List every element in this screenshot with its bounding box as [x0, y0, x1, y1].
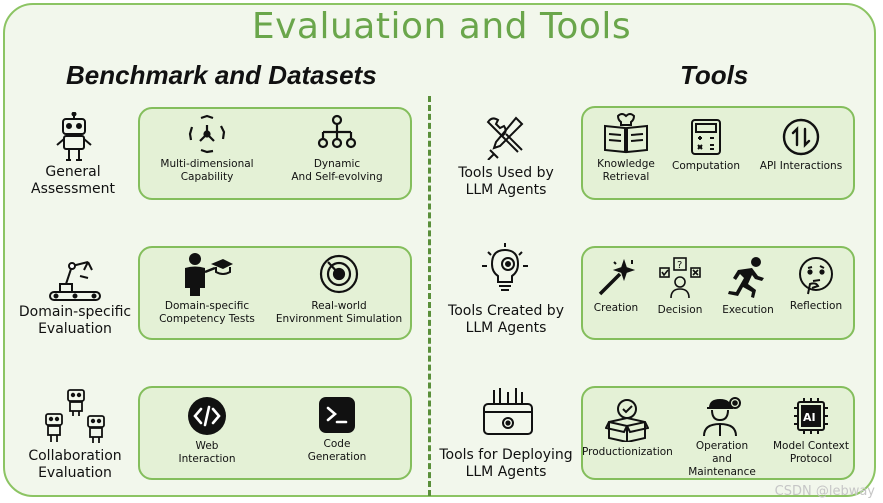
item-label: Computation [670, 160, 742, 173]
item-dynamic: Dynamic And Self-evolving [280, 114, 394, 184]
ai-chip-icon: AI [790, 396, 832, 436]
item-label: Execution [718, 304, 778, 317]
item-code-generation: Code Generation [280, 396, 394, 464]
robot-group-icon [44, 388, 108, 450]
decision-icon: ? [658, 256, 702, 300]
item-knowledge-retrieval: Knowledge Retrieval [590, 110, 662, 184]
svg-text:AI: AI [803, 411, 816, 424]
svg-text:?: ? [677, 260, 682, 271]
magic-wand-icon [596, 258, 636, 298]
item-execution: Execution [718, 256, 778, 317]
item-label: Model Context Protocol [770, 440, 852, 466]
row-label-collaboration: Collaboration Evaluation [22, 448, 128, 482]
target-icon [318, 252, 360, 296]
item-reflection: Reflection [786, 256, 846, 313]
item-label: Creation [588, 302, 644, 315]
tools-section-title: Tools [680, 60, 748, 91]
section-divider [428, 96, 431, 496]
engineer-icon [700, 396, 744, 436]
item-multi-dimensional: Multi-dimensional Capability [150, 114, 264, 184]
cube-nodes-icon [187, 114, 227, 154]
item-label: Productionization [582, 446, 672, 459]
item-label: API Interactions [752, 160, 850, 173]
code-icon [187, 396, 227, 436]
item-label: Dynamic And Self-evolving [280, 158, 394, 184]
item-label: Domain-specific Competency Tests [148, 300, 266, 326]
item-label: Web Interaction [150, 440, 264, 466]
item-decision: ? Decision [652, 256, 708, 317]
item-label: Decision [652, 304, 708, 317]
hierarchy-icon [316, 114, 358, 154]
item-label: Multi-dimensional Capability [150, 158, 264, 184]
item-productionization: Productionization [582, 398, 672, 459]
item-model-context-protocol: AI Model Context Protocol [770, 396, 852, 466]
item-competency-tests: Domain-specific Competency Tests [148, 252, 266, 326]
teacher-icon [181, 252, 233, 296]
benchmark-section-title: Benchmark and Datasets [66, 60, 377, 91]
robotic-arm-icon [48, 256, 102, 306]
row-label-tools-used: Tools Used by LLM Agents [450, 165, 562, 199]
book-bulb-icon [603, 110, 649, 154]
watermark: CSDN @lebway [775, 484, 875, 499]
package-icon [605, 398, 649, 442]
diagram-title: Evaluation and Tools [0, 6, 883, 47]
row-label-tools-created: Tools Created by LLM Agents [444, 303, 568, 337]
item-label: Operation and Maintenance [678, 440, 766, 479]
item-label: Real-world Environment Simulation [272, 300, 406, 326]
tools-icon [484, 114, 528, 164]
terminal-icon [318, 396, 356, 434]
item-label: Code Generation [280, 438, 394, 464]
bulb-gear-icon [480, 242, 530, 298]
row-label-tools-deploying: Tools for Deploying LLM Agents [438, 447, 574, 481]
item-operation: Operation and Maintenance [678, 396, 766, 479]
item-computation: Computation [670, 118, 742, 173]
runner-icon [726, 256, 770, 300]
thinking-face-icon [796, 256, 836, 296]
row-label-domain-specific: Domain-specific Evaluation [16, 304, 134, 338]
item-web-interaction: Web Interaction [150, 396, 264, 466]
robot-icon [54, 112, 94, 168]
row-label-general-assessment: General Assessment [26, 164, 120, 198]
item-creation: Creation [588, 258, 644, 315]
toolbox-icon [482, 386, 534, 442]
api-arrows-icon [782, 118, 820, 156]
item-api-interactions: API Interactions [752, 118, 850, 173]
calculator-icon [690, 118, 722, 156]
item-label: Reflection [786, 300, 846, 313]
item-label: Knowledge Retrieval [590, 158, 662, 184]
item-real-world: Real-world Environment Simulation [272, 252, 406, 326]
